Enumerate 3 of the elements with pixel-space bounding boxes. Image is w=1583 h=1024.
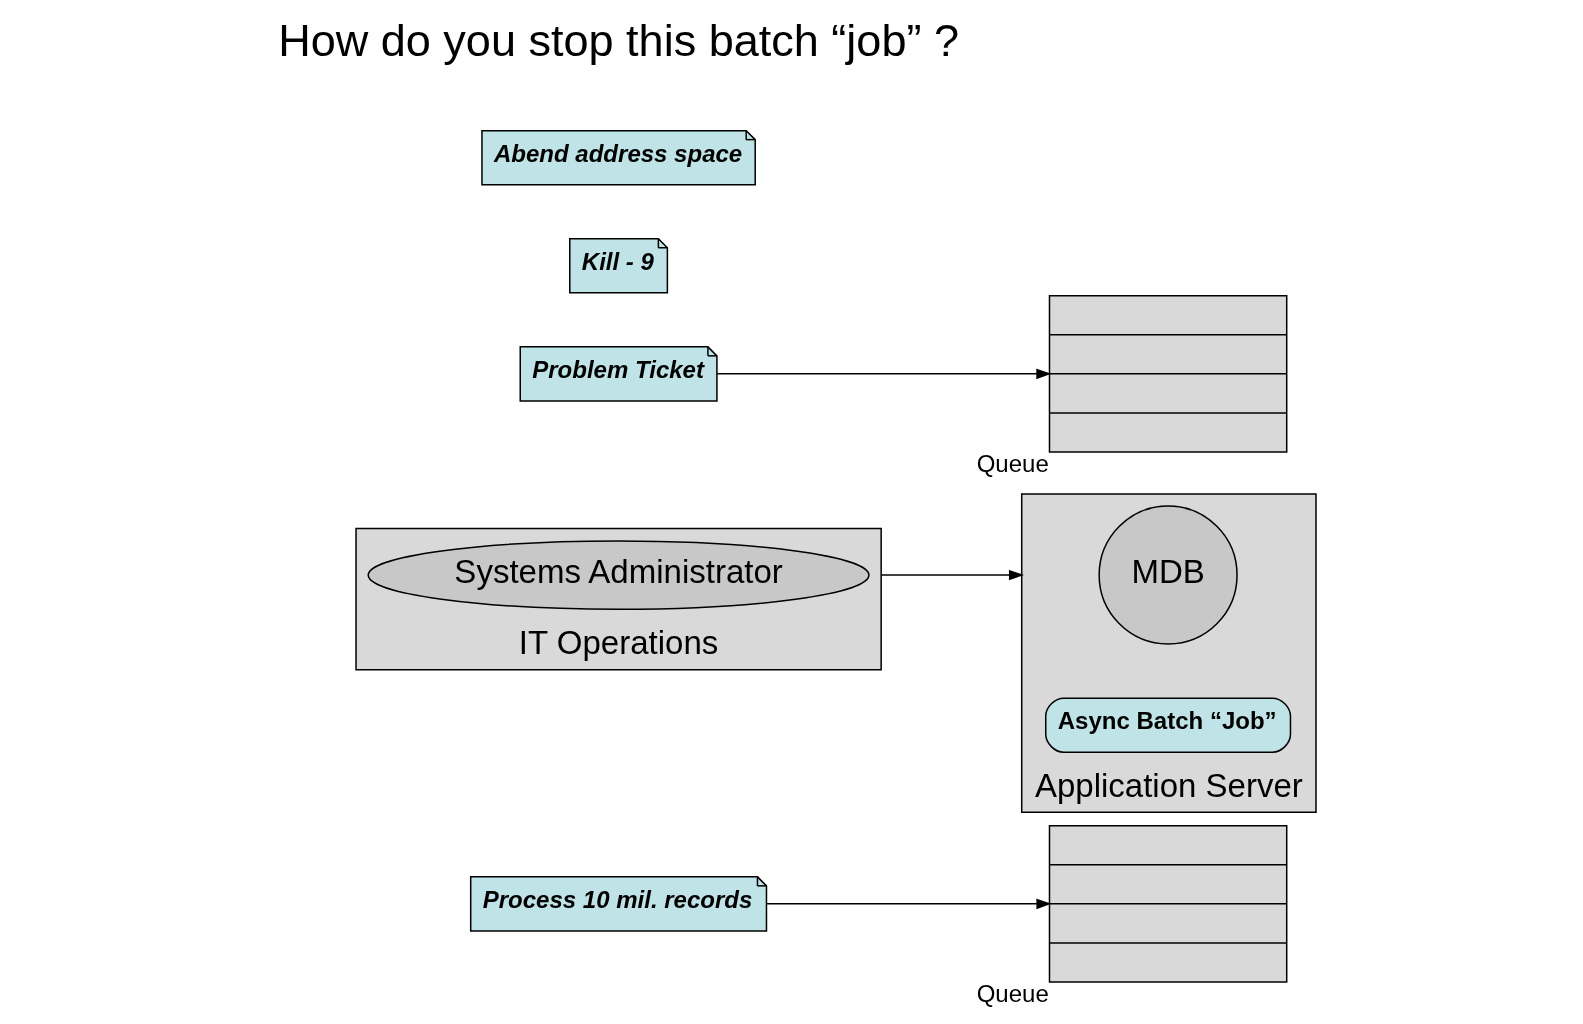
node-label: Queue bbox=[976, 979, 1049, 1007]
node-label: Queue bbox=[976, 449, 1049, 477]
label: How do you stop this batch “job” ? bbox=[277, 15, 959, 67]
